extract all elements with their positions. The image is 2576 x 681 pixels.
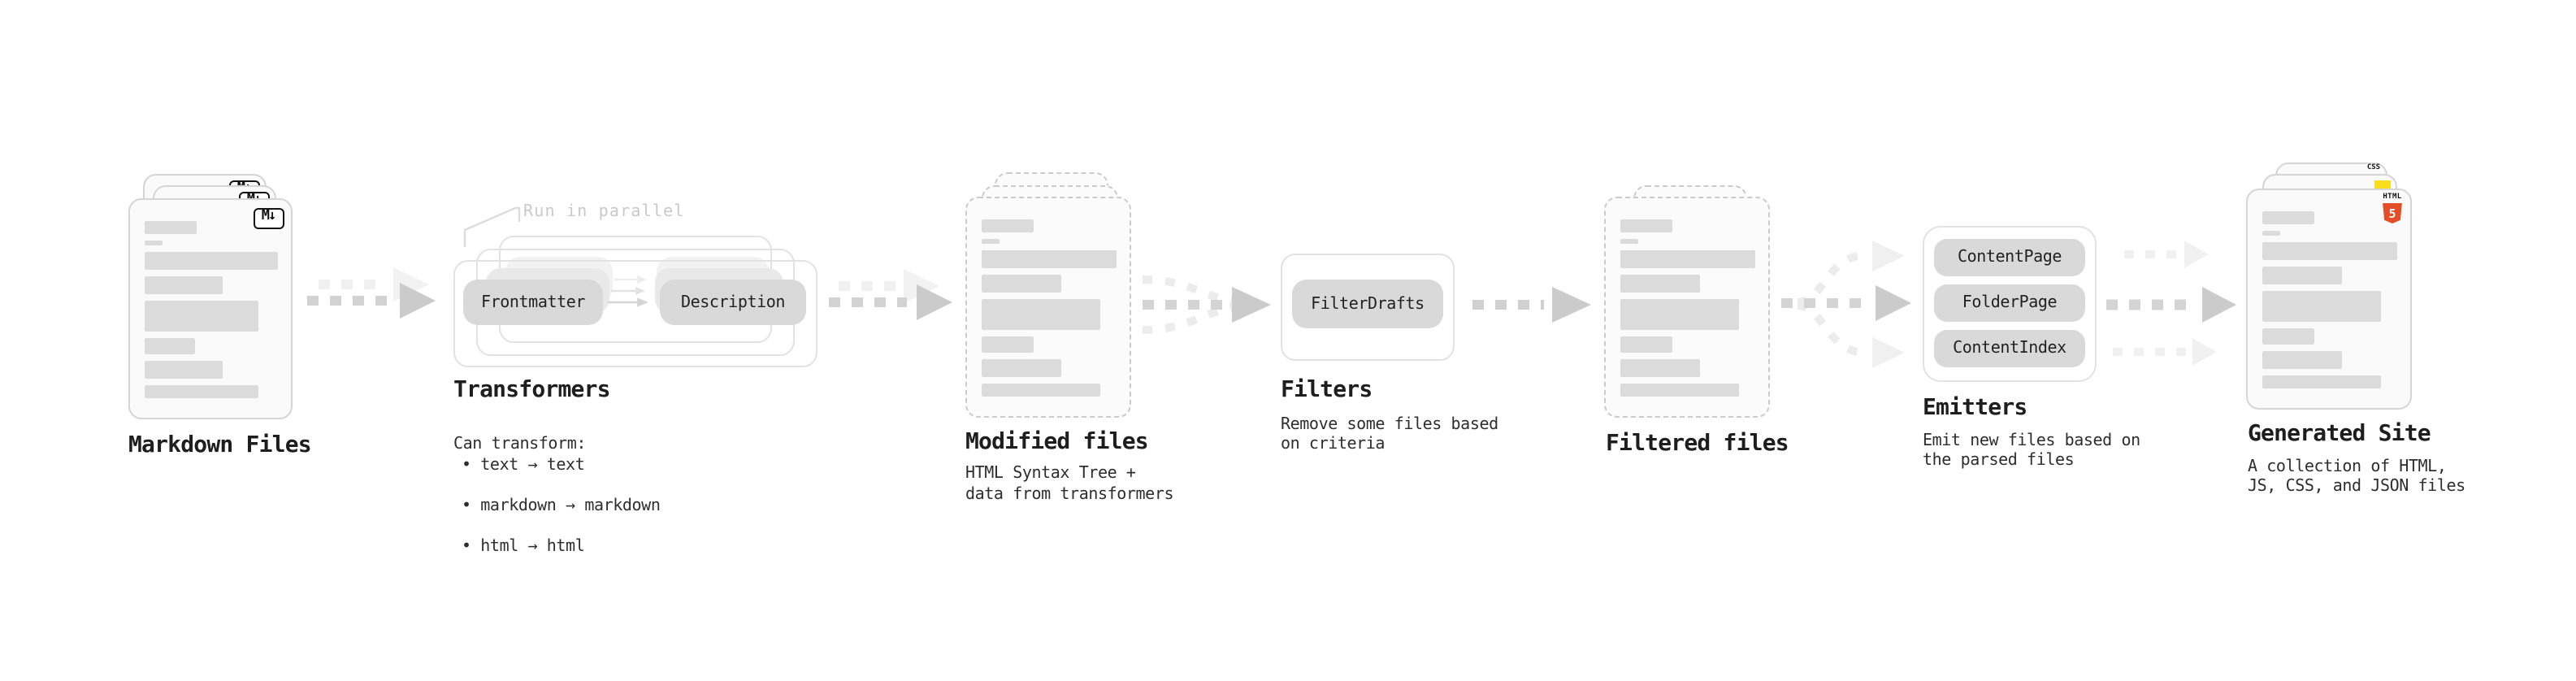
section-subtitle-generated-site: A collection of HTML, JS, CSS, and JSON …: [2248, 458, 2465, 497]
html5-icon-label: HTML: [2383, 193, 2402, 202]
file-card-front: [965, 197, 1131, 418]
doc-lines: [1620, 219, 1755, 397]
pill-contentpage: ContentPage: [1934, 238, 2085, 276]
arrow-emitters-to-generated: [2106, 241, 2236, 366]
section-title-transformers: Transformers: [453, 377, 611, 403]
can-transform-label: Can transform:: [453, 436, 586, 454]
section-subtitle-filters: Remove some files based on criteria: [1281, 415, 1498, 454]
section-title-modified-files: Modified files: [965, 428, 1149, 454]
doc-lines: [2262, 211, 2397, 388]
section-title-emitters: Emitters: [1923, 394, 2027, 420]
arrow-modified-to-filters: [1142, 275, 1271, 334]
pill-filterdrafts: FilterDrafts: [1292, 280, 1443, 328]
section-subtitle-transformers: Can transform: • text → text • markdown …: [453, 415, 661, 579]
section-title-filtered-files: Filtered files: [1606, 430, 1789, 456]
markdown-icon: M↓: [253, 208, 284, 228]
arrow-transformers-to-modified: [829, 269, 952, 320]
section-subtitle-modified-files: HTML Syntax Tree + data from transformer…: [965, 465, 1174, 504]
html5-icon-shield: 5: [2383, 202, 2402, 223]
section-title-filters: Filters: [1281, 377, 1373, 403]
section-title-markdown-files: Markdown Files: [128, 432, 312, 458]
arrow-filtered-to-emitters: [1781, 241, 1911, 368]
transformer-box-front: [453, 260, 817, 367]
pill-frontmatter: Frontmatter: [463, 280, 603, 325]
arrow-markdown-to-transformers: [307, 267, 436, 319]
file-card-front: M↓: [128, 198, 293, 419]
doc-lines: [982, 219, 1117, 397]
file-card-front: HTML 5: [2246, 189, 2412, 410]
run-in-parallel-note: Run in parallel: [523, 203, 685, 221]
bullet-item: • html → html: [462, 538, 585, 557]
pill-folderpage: FolderPage: [1934, 284, 2085, 322]
section-title-generated-site: Generated Site: [2248, 420, 2431, 446]
pill-contentindex: ContentIndex: [1934, 329, 2085, 367]
doc-lines: [145, 221, 278, 398]
arrow-filters-to-filtered: [1472, 287, 1591, 323]
css-icon-label: CSS: [2366, 164, 2381, 172]
html5-icon: HTML 5: [2381, 193, 2404, 223]
section-subtitle-emitters: Emit new files based on the parsed files: [1923, 432, 2140, 471]
bullet-item: • text → text: [462, 456, 585, 475]
bullet-item: • markdown → markdown: [462, 497, 661, 515]
file-card-front: [1604, 197, 1770, 418]
html5-icon-number: 5: [2388, 206, 2396, 220]
pill-description: Description: [660, 280, 806, 325]
